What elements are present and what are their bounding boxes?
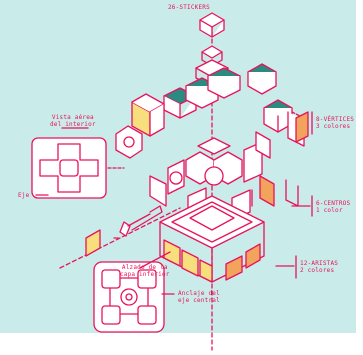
edges-line-1: 12-ARISTAS bbox=[300, 260, 339, 267]
bottom-layer-label: Alzado de la capa inferior bbox=[120, 264, 170, 278]
anchor-plan-view bbox=[93, 261, 175, 333]
top-stickers-label: 26-STICKERS bbox=[168, 4, 210, 11]
right-side-cubies bbox=[255, 111, 309, 207]
anchor-line-1: Anclaje del bbox=[178, 290, 220, 297]
axis-text: Eje bbox=[18, 192, 30, 199]
label-brackets bbox=[113, 111, 313, 279]
bottom-layer-cubies bbox=[159, 195, 265, 283]
axis-label: Eje bbox=[18, 192, 29, 199]
vertices-label: 8-VÉRTICES 3 colores bbox=[316, 116, 354, 130]
interior-view-label: Vista aérea del interior bbox=[50, 114, 96, 128]
interior-line-2: del interior bbox=[50, 121, 96, 128]
top-stickers-text: 26-STICKERS bbox=[168, 4, 210, 11]
vertices-line-1: 8-VÉRTICES bbox=[316, 116, 355, 123]
bolt-axis-line bbox=[59, 207, 181, 269]
centers-line-2: 1 color bbox=[316, 207, 343, 214]
edges-label: 12-ARISTAS 2 colores bbox=[300, 260, 338, 274]
interior-aerial-view bbox=[31, 127, 125, 199]
top-layer-cubies bbox=[163, 63, 305, 133]
centers-label: 6-CENTROS 1 color bbox=[316, 200, 350, 214]
left-side-cubies bbox=[115, 93, 165, 159]
bottom-layer-line-1: Alzado de la bbox=[121, 264, 168, 271]
bottom-layer-line-2: capa inferior bbox=[120, 271, 170, 278]
edges-line-2: 2 colores bbox=[300, 267, 335, 274]
anchor-label: Anclaje del eje central bbox=[178, 290, 220, 304]
centers-line-1: 6-CENTROS bbox=[316, 200, 351, 207]
screw-and-spring bbox=[85, 205, 163, 257]
vertices-line-2: 3 colores bbox=[316, 123, 351, 130]
interior-line-1: Vista aérea bbox=[51, 114, 94, 121]
anchor-line-2: eje central bbox=[178, 297, 220, 304]
